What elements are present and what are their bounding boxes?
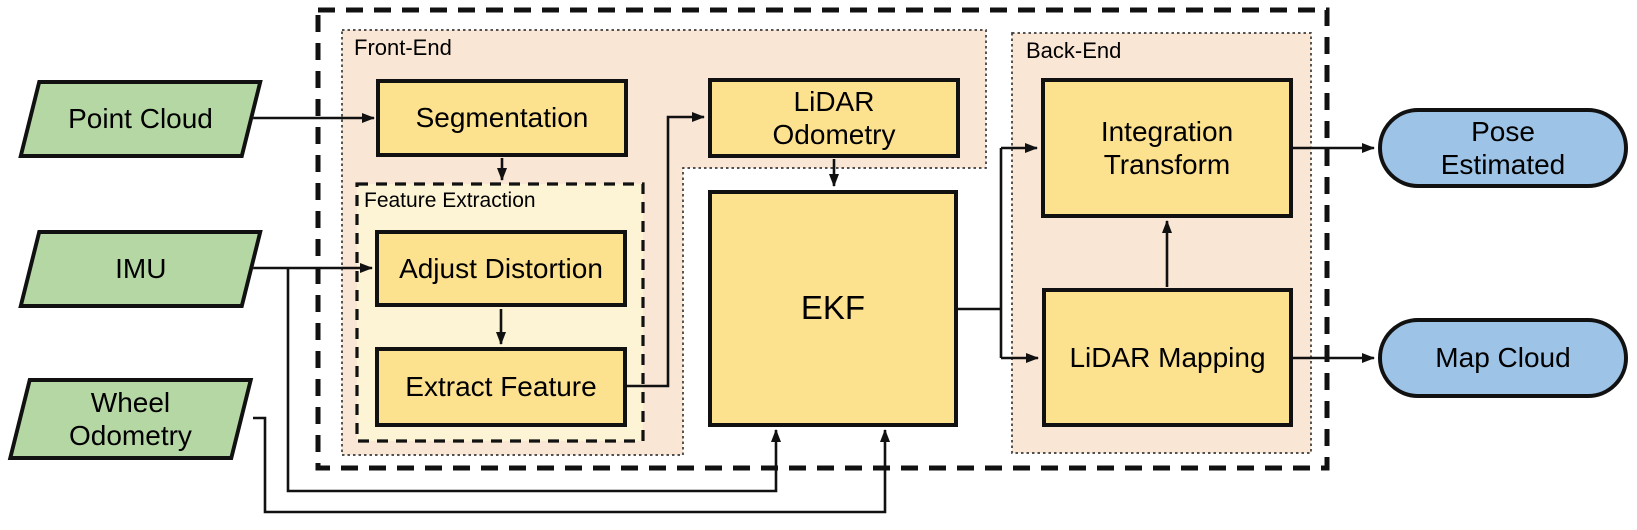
line-ekf-output (958, 148, 1003, 358)
input-wheel-odometry: Wheel Odometry (7, 378, 254, 460)
lidar-mapping-label: LiDAR Mapping (1069, 341, 1266, 373)
front-end-label: Front-End (354, 35, 452, 60)
extract-feature-label: Extract Feature (405, 371, 597, 403)
lidar-odometry-label-line2: Odometry (772, 119, 896, 150)
output-pose-estimated: Pose Estimated (1378, 108, 1628, 188)
arrow-wheel-odometry-to-ekf-bottom (253, 416, 890, 514)
wheel-odometry-label: Wheel Odometry (69, 386, 192, 451)
segmentation-label: Segmentation (415, 102, 589, 134)
integration-transform-label-line2: Transform (1103, 149, 1231, 180)
node-ekf: EKF (708, 190, 958, 427)
ekf-label: EKF (800, 289, 866, 327)
node-lidar-mapping: LiDAR Mapping (1042, 288, 1293, 427)
map-cloud-label: Map Cloud (1435, 342, 1571, 374)
arrow-imu-to-ekf-bottom (286, 268, 781, 493)
node-segmentation: Segmentation (376, 79, 628, 157)
system-dashed-border (315, 7, 1330, 471)
input-imu: IMU (18, 230, 263, 308)
node-adjust-distortion: Adjust Distortion (375, 230, 627, 307)
feature-extraction-label: Feature Extraction (364, 189, 536, 212)
input-point-cloud: Point Cloud (18, 80, 263, 158)
point-cloud-label: Point Cloud (68, 103, 213, 135)
back-end-label: Back-End (1026, 38, 1122, 63)
output-map-cloud: Map Cloud (1378, 318, 1628, 398)
imu-label: IMU (114, 253, 167, 285)
node-lidar-odometry: LiDAR Odometry (708, 78, 960, 158)
node-integration-transform: Integration Transform (1041, 78, 1293, 218)
lidar-odometry-label-line1: LiDAR (793, 85, 875, 117)
integration-transform-label-line1: Integration (1100, 115, 1234, 147)
pose-estimated-label-line2: Estimated (1440, 149, 1566, 180)
pose-estimated-label-line1: Pose (1471, 115, 1535, 147)
node-extract-feature: Extract Feature (375, 347, 627, 427)
arrow-extract-feature-to-lidar-odometry (627, 112, 705, 388)
adjust-distortion-label: Adjust Distortion (399, 252, 603, 284)
